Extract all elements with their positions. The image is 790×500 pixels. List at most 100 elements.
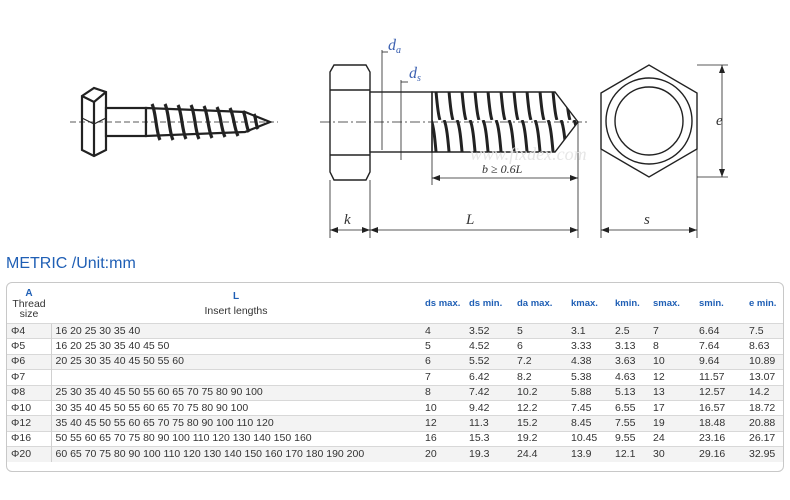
cell-s-min: 29.16: [695, 446, 745, 462]
cell-ds-min: 6.42: [465, 369, 513, 386]
cell-s-min: 18.48: [695, 415, 745, 432]
cell-insert-lengths: 50 55 60 65 70 75 80 90 100 110 120 130 …: [50, 430, 421, 447]
screw-perspective-illustration: [70, 86, 278, 158]
cell-da-max: 6: [513, 338, 567, 355]
cell-k-min: 5.13: [611, 384, 649, 401]
cell-k-min: 4.63: [611, 369, 649, 386]
cell-k-max: 3.1: [567, 322, 611, 339]
header-e-min: e min.: [749, 298, 777, 309]
cell-da-max: 10.2: [513, 384, 567, 401]
cell-ds-min: 7.42: [465, 384, 513, 401]
label-L: L: [465, 212, 474, 228]
cell-ds-max: 6: [421, 353, 465, 370]
cell-s-min: 12.57: [695, 384, 745, 401]
cell-ds-min: 3.52: [465, 322, 513, 339]
cell-k-max: 7.45: [567, 399, 611, 416]
cell-k-min: 2.5: [611, 322, 649, 339]
cell-ds-min: 5.52: [465, 353, 513, 370]
header-insert-lengths: L Insert lengths: [204, 290, 268, 317]
cell-k-max: 8.45: [567, 415, 611, 432]
cell-k-min: 12.1: [611, 446, 649, 462]
cell-k-max: 13.9: [567, 446, 611, 462]
cell-da-max: 7.2: [513, 353, 567, 370]
cell-ds-min: 15.3: [465, 430, 513, 447]
label-thread-length: b ≥ 0.6L: [482, 162, 523, 176]
cell-k-max: 10.45: [567, 430, 611, 447]
cell-e-min: 32.95: [745, 446, 783, 462]
cell-insert-lengths: 35 40 45 50 55 60 65 70 75 80 90 100 110…: [50, 415, 421, 432]
cell-ds-max: 4: [421, 322, 465, 339]
cell-e-min: 10.89: [745, 353, 783, 370]
cell-insert-lengths: 16 20 25 30 35 40 45 50: [50, 338, 421, 355]
cell-s-min: 16.57: [695, 399, 745, 416]
cell-ds-max: 16: [421, 430, 465, 447]
header-thread-size: A Thread size: [12, 287, 46, 320]
cell-da-max: 15.2: [513, 415, 567, 432]
cell-ds-max: 10: [421, 399, 465, 416]
label-s: s: [644, 212, 650, 228]
cell-e-min: 8.63: [745, 338, 783, 355]
cell-s-max: 7: [649, 322, 695, 339]
cell-k-max: 3.33: [567, 338, 611, 355]
header-k-max: kmax.: [571, 298, 598, 309]
cell-ds-min: 4.52: [465, 338, 513, 355]
label-ds: ds: [409, 65, 421, 84]
cell-e-min: 26.17: [745, 430, 783, 447]
cell-k-max: 4.38: [567, 353, 611, 370]
header-s-min: smin.: [699, 298, 724, 309]
header-k-min: kmin.: [615, 298, 640, 309]
cell-s-max: 8: [649, 338, 695, 355]
cell-ds-max: 20: [421, 446, 465, 462]
cell-s-max: 10: [649, 353, 695, 370]
cell-da-max: 19.2: [513, 430, 567, 447]
cell-ds-max: 5: [421, 338, 465, 355]
cell-insert-lengths: 16 20 25 30 35 40: [50, 322, 421, 339]
cell-thread-size: Φ12: [7, 415, 51, 432]
cell-k-min: 3.13: [611, 338, 649, 355]
spec-table: A Thread size L Insert lengths ds max. d…: [7, 283, 783, 462]
cell-k-max: 5.38: [567, 369, 611, 386]
header-s-max: smax.: [653, 298, 680, 309]
cell-ds-min: 11.3: [465, 415, 513, 432]
cell-e-min: 13.07: [745, 369, 783, 386]
screw-side-view: [320, 50, 590, 238]
cell-k-min: 6.55: [611, 399, 649, 416]
label-da: da: [388, 37, 401, 56]
cell-s-max: 12: [649, 369, 695, 386]
cell-ds-max: 12: [421, 415, 465, 432]
cell-thread-size: Φ10: [7, 399, 51, 416]
label-k: k: [344, 212, 351, 228]
cell-insert-lengths: 30 35 40 45 50 55 60 65 70 75 80 90 100: [50, 399, 421, 416]
cell-s-min: 23.16: [695, 430, 745, 447]
cell-ds-min: 19.3: [465, 446, 513, 462]
cell-k-max: 5.88: [567, 384, 611, 401]
cell-s-max: 13: [649, 384, 695, 401]
cell-e-min: 20.88: [745, 415, 783, 432]
cell-s-min: 11.57: [695, 369, 745, 386]
cell-thread-size: Φ6: [7, 353, 51, 370]
cell-thread-size: Φ8: [7, 384, 51, 401]
cell-ds-min: 9.42: [465, 399, 513, 416]
cell-thread-size: Φ4: [7, 322, 51, 339]
cell-s-max: 17: [649, 399, 695, 416]
screw-end-view-hex: [600, 64, 728, 238]
cell-s-max: 24: [649, 430, 695, 447]
cell-da-max: 12.2: [513, 399, 567, 416]
cell-s-min: 9.64: [695, 353, 745, 370]
section-title: METRIC /Unit:mm: [6, 255, 136, 272]
cell-e-min: 7.5: [745, 322, 783, 339]
label-e: e: [716, 113, 723, 129]
table-header-row: A Thread size L Insert lengths ds max. d…: [7, 283, 783, 324]
header-ds-max: ds max.: [425, 298, 461, 309]
header-ds-min: ds min.: [469, 298, 503, 309]
